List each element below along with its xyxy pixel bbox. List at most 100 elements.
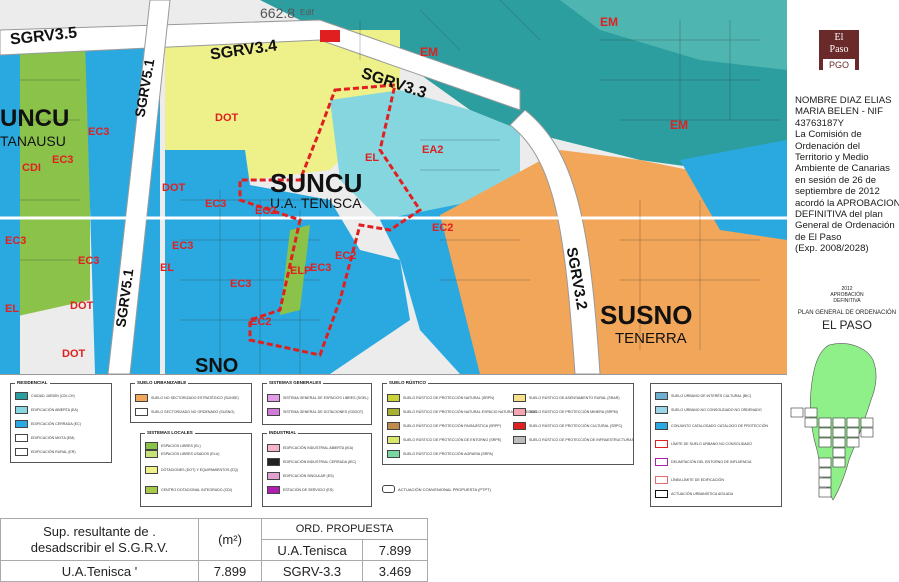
zone-green-left	[0, 40, 90, 320]
legend-item: EDIFICACIÓN MIXTA (EM)	[15, 434, 74, 442]
code-ec3-3: EC3	[205, 198, 227, 210]
logo-bottom: PGO	[823, 59, 855, 71]
island-key-map	[790, 343, 877, 501]
notice-line: septiembre de 2012	[795, 186, 880, 198]
ord-propuesta-header: ORD. PROPUESTA	[261, 518, 428, 540]
legend-item: EDIFICACIÓN INDUSTRIAL CERRADA (IEC)	[267, 458, 356, 466]
code-el-3: EL	[160, 262, 175, 274]
code-ec2-4: EC2	[255, 205, 277, 217]
notice-line: Territorio y Medio	[795, 152, 869, 164]
code-ea2: EA2	[422, 144, 444, 156]
legend-item: SUELO RÚSTICO DE PROTECCIÓN AGRARIA (SRP…	[387, 450, 493, 458]
ord-row-value: 7.899	[362, 539, 428, 561]
legend-note: ACTUACIÓN CONVENIONAL PROPUESTA (PTPT)	[382, 485, 491, 493]
legend-item: SUELO RÚSTICO DE PROTECCIÓN PAISAJÍSTICA…	[387, 422, 501, 430]
code-ec2-3: EC2	[250, 316, 272, 328]
legend-item: DELIMITACIÓN DEL ENTORNO DE INFLUENCIA	[655, 458, 751, 466]
code-ec2-2: EC2	[335, 250, 357, 262]
legend-item: ESPACIOS LIBRES USADOS (ELU)	[145, 450, 219, 458]
code-el-top: EL	[322, 30, 335, 41]
notice-line: 43763187Y	[795, 117, 845, 129]
legend-title: SUELO URBANIZABLE	[135, 380, 189, 385]
ord-row-value: 3.469	[362, 560, 428, 582]
notice-line: NOMBRE DIAZ ELIAS	[795, 95, 892, 106]
map-canvas	[0, 0, 787, 374]
approval-year: 2012	[841, 286, 853, 292]
notice-line: Ordenación del	[795, 140, 861, 152]
code-em-3: EM	[670, 118, 688, 132]
legend-item: CIUDAD JARDÍN (CDI-CH)	[15, 392, 75, 400]
legend-item: SUELO NO SECTORIZADO ESTRATÉGICO (SUNSE)	[135, 394, 239, 402]
code-dot-1: DOT	[215, 112, 239, 124]
legend-group-residencial: RESIDENCIAL CIUDAD JARDÍN (CDI-CH) EDIFI…	[10, 380, 112, 463]
legend-item: SUELO RÚSTICO DE PROTECCIÓN DE INFRAESTR…	[513, 436, 634, 444]
code-ec3-4: EC3	[5, 235, 27, 247]
code-ec3-6: EC3	[78, 255, 100, 267]
urban-plan-map: SUNCU U.A. TENISCA UNCU TANAUSU SUSNO TE…	[0, 0, 787, 374]
logo-mid: Paso	[829, 44, 849, 55]
head-label-line-2: desadscribir el S.G.R.V.	[30, 539, 169, 555]
surface-table: Sup. resultante de . desadscribir el S.G…	[0, 518, 428, 582]
notice-line: en sesión de 26 de	[795, 174, 877, 186]
ord-row-name: U.A.Tenisca	[261, 539, 363, 561]
legend-item: SUELO RÚSTICO DE PROTECCIÓN NATURAL ESPA…	[387, 408, 537, 416]
code-ec3-5: EC3	[172, 240, 194, 252]
legend-item: EDIFICACIÓN CERRADA (EC)	[15, 420, 81, 428]
code-dot-4: DOT	[62, 348, 86, 360]
legend-group-industrial: INDUSTRIAL EDIFICACIÓN INDUSTRIAL ABIERT…	[262, 430, 372, 507]
code-elp: ELP	[290, 265, 312, 277]
code-cdi: CDI	[22, 162, 41, 174]
map-legend: RESIDENCIAL CIUDAD JARDÍN (CDI-CH) EDIFI…	[0, 374, 787, 518]
row-value: 7.899	[198, 560, 262, 582]
code-ec3-8: EC3	[310, 262, 332, 274]
notice-line: Ambiente de Canarias	[795, 163, 890, 175]
ord-row-name: SGRV-3.3	[261, 560, 363, 582]
map-number-6628: 662.8	[260, 5, 296, 21]
logo-top: El	[834, 32, 844, 43]
legend-item: EDIFICACIÓN SINGULAR (ES)	[267, 472, 334, 480]
zone-label-uncu: UNCU	[0, 105, 70, 132]
legend-item: SISTEMA GENERAL DE DOTACIONES (SGDOT)	[267, 408, 363, 416]
code-el-2: EL	[365, 152, 380, 164]
approval-year-block: 2012 APROBACIÓN DEFINITIVA	[817, 286, 877, 304]
legend-group-generales: SISTEMAS GENERALES SISTEMA GENERAL DE ES…	[262, 380, 372, 425]
map-number-edif: Edif	[300, 8, 314, 17]
zone-ea2-lightcyan	[330, 90, 520, 220]
zone-label-suncu: SUNCU	[270, 168, 363, 198]
legend-group-urbanizable: SUELO URBANIZABLE SUELO NO SECTORIZADO E…	[130, 380, 252, 423]
code-ec3-2: EC3	[52, 154, 74, 166]
notice-line: La Comisión de	[795, 129, 862, 141]
notice-line: MARIA BELEN - NIF	[795, 106, 883, 118]
zone-sub-uncu: TANAUSU	[0, 133, 66, 149]
zone-label-susno: SUSNO	[600, 300, 693, 330]
table-head-label: Sup. resultante de . desadscribir el S.G…	[0, 518, 199, 561]
legend-item: CONJUNTO CATALOGADO CATÁLOGO DE PROTECCI…	[655, 422, 768, 430]
zone-sub-suncu: U.A. TENISCA	[270, 195, 362, 211]
legend-item: ACTUACIÓN URBANÍSTICA AISLADA	[655, 490, 733, 498]
legend-item: CENTRO DOTACIONAL INTEGRADO (CDI)	[145, 486, 232, 494]
legend-item: DOTACIONES (DOT) Y EQUIPAMIENTOS (EQ)	[145, 466, 238, 474]
legend-group-urbano: SUELO URBANO DE INTERÉS CULTURAL (BIC) S…	[650, 383, 782, 507]
legend-item: EDIFICACIÓN ABIERTA (EA)	[15, 406, 78, 414]
plan-title: EL PASO	[821, 318, 873, 332]
code-dot-2: DOT	[162, 182, 186, 194]
legend-title: SUELO RÚSTICO	[387, 380, 429, 385]
code-ec3-7: EC3	[230, 278, 252, 290]
legend-item: SUELO RÚSTICO DE PROTECCIÓN NATURAL (SRP…	[387, 394, 494, 402]
legend-item: SUELO SECTORIZADO NO ORDENADO (SUSNO)	[135, 408, 234, 416]
legend-title: INDUSTRIAL	[267, 430, 299, 435]
legend-item: SUELO URBANO DE INTERÉS CULTURAL (BIC)	[655, 392, 751, 400]
code-ec3-1: EC3	[88, 126, 110, 138]
row-name: U.A.Tenisca '	[0, 560, 199, 582]
notice-line: General de Ordenación	[795, 220, 895, 232]
legend-group-locales: SISTEMAS LOCALES ESPACIOS LIBRES (EL) ES…	[140, 430, 252, 507]
legend-title: SISTEMAS LOCALES	[145, 430, 195, 435]
approval-notice: NOMBRE DIAZ ELIAS MARIA BELEN - NIF 4376…	[795, 95, 899, 255]
plan-caption: PLAN GENERAL DE ORDENACIÓN	[797, 310, 897, 316]
zone-label-sno: SNO	[195, 355, 239, 374]
legend-group-rustico: SUELO RÚSTICO SUELO RÚSTICO DE PROTECCIÓ…	[382, 380, 634, 465]
zone-sub-susno: TENERRA	[615, 330, 687, 347]
legend-item: SISTEMA GENERAL DE ESPACIOS LIBRES (SGEL…	[267, 394, 368, 402]
el-paso-pgo-logo: El Paso PGO	[819, 30, 859, 71]
legend-item: LÍMITE DE SUELO URBANO NO CONSOLIDADO	[655, 440, 752, 448]
